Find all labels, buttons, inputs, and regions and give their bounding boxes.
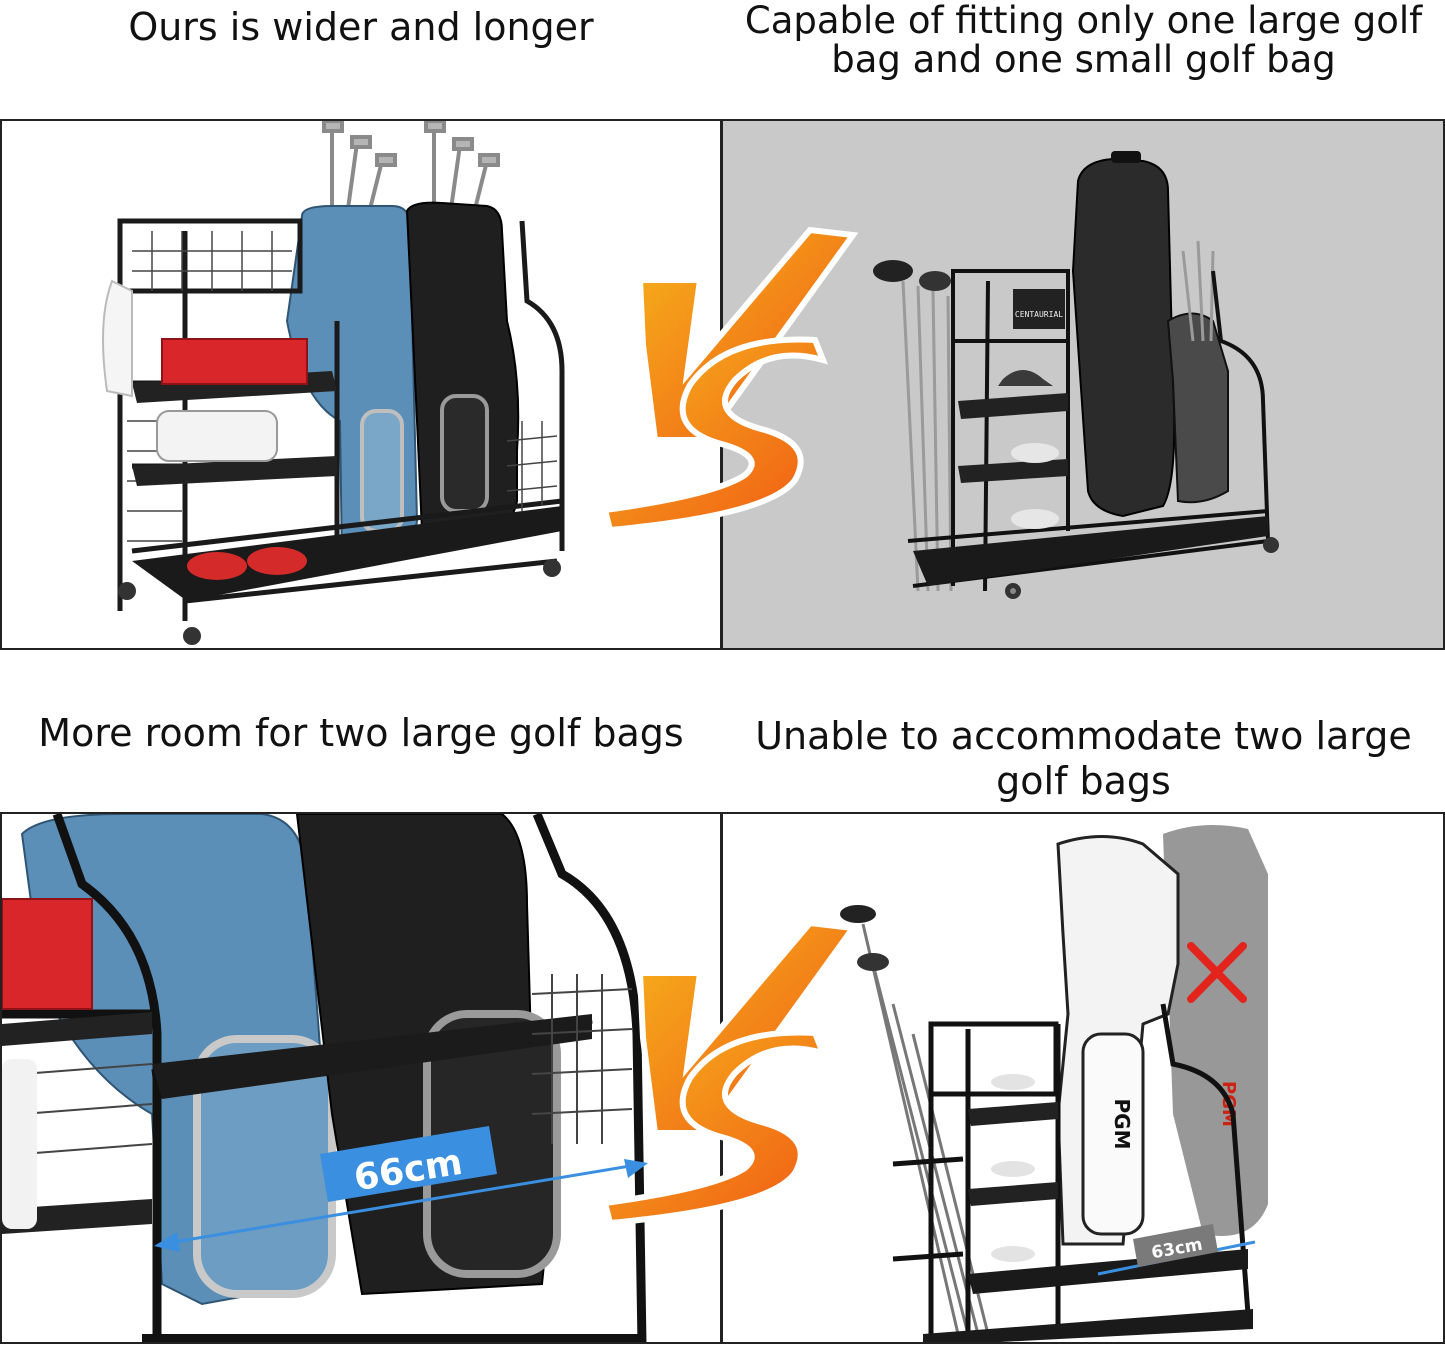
vs-graphic-bottom — [601, 919, 859, 1227]
black-golf-bag — [1071, 157, 1176, 518]
competitor-brand-label: CENTAURIAL — [1015, 310, 1063, 319]
our-rack-illustration — [102, 121, 565, 645]
white-bag — [2, 1059, 37, 1229]
gray-golf-bag — [1163, 825, 1268, 1236]
wire-grid — [127, 231, 558, 542]
red-box — [161, 338, 308, 385]
measure-line — [161, 1162, 643, 1246]
our-closeup-illustration: 66cm — [2, 814, 648, 1342]
wire-grid — [21, 974, 633, 1155]
brand-plate — [1013, 289, 1065, 329]
heading-competitor-unable: Unable to accommodate two large golf bag… — [755, 714, 1412, 803]
measure-badge — [1133, 1224, 1218, 1267]
white-bag — [156, 410, 278, 462]
v-letter-icon — [636, 226, 859, 443]
red-x-icon — [1187, 942, 1247, 1003]
heading-competitor-capacity: Capable of fitting only one large golf b… — [744, 0, 1423, 81]
s-letter-icon — [601, 1029, 829, 1227]
small-golf-bag — [1166, 312, 1229, 504]
heading-ours-wider: Ours is wider and longer — [128, 5, 594, 49]
golf-clubs-icon — [861, 923, 990, 1335]
panel-competitor-closeup: PGM PGM 63cm — [721, 812, 1445, 1344]
vs-graphic-top: VS — [601, 226, 859, 534]
white-cap — [102, 279, 133, 398]
panel-our-closeup: 66cm — [0, 812, 722, 1344]
s-letter-icon — [601, 336, 829, 534]
panel-our-rack — [0, 119, 722, 650]
competitor-closeup-illustration: PGM PGM 63cm — [840, 825, 1268, 1342]
cap-icon — [998, 370, 1053, 386]
panel-competitor-rack: CENTAURIAL — [721, 119, 1445, 650]
heading-ours-room: More room for two large golf bags — [38, 711, 684, 755]
red-box — [2, 898, 93, 1010]
competitor-rack-illustration: CENTAURIAL — [873, 151, 1279, 599]
measure-badge — [320, 1126, 497, 1202]
v-letter-icon — [636, 919, 859, 1136]
bag-brand-label-1: PGM — [1110, 1099, 1134, 1150]
wheels-icon — [118, 559, 561, 645]
wheels-icon — [1005, 537, 1279, 599]
